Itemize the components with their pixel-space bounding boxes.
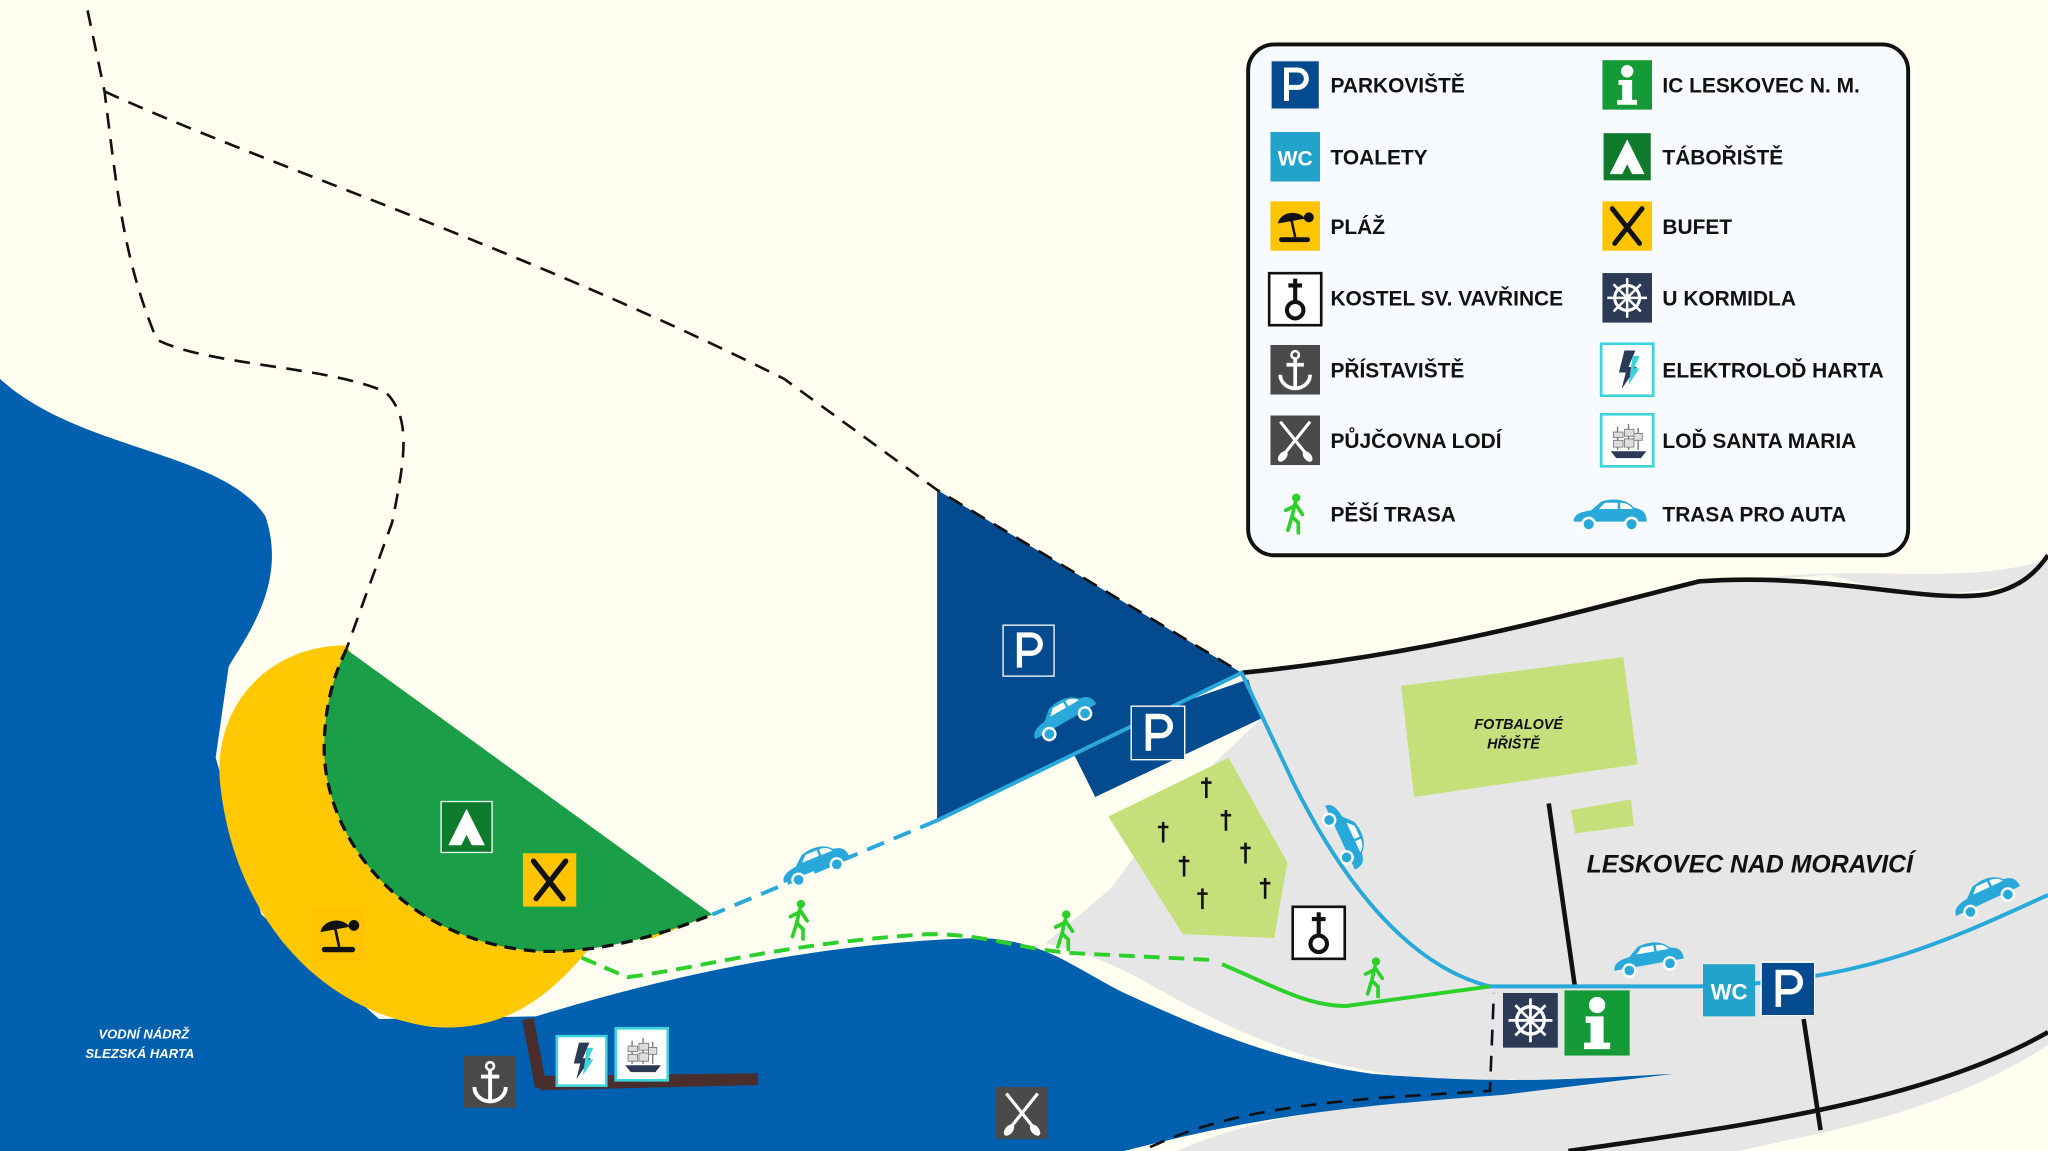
camp-area [324, 649, 713, 952]
town-area-top [1738, 559, 2048, 594]
info-icon [1602, 60, 1652, 110]
sailing-ship-icon[interactable] [614, 1026, 670, 1082]
paddles-icon[interactable] [995, 1086, 1049, 1140]
legend-label: LOĎ SANTA MARIA [1662, 429, 1856, 453]
legend-label: U KORMIDLA [1662, 288, 1795, 311]
wc-icon[interactable] [1702, 964, 1756, 1017]
church-icon[interactable] [1293, 907, 1345, 959]
paddles-icon [1270, 415, 1321, 466]
legend-label: PLÁŽ [1330, 215, 1385, 239]
anchor-icon[interactable] [463, 1055, 517, 1108]
info-icon[interactable] [1564, 990, 1630, 1056]
parking-icon[interactable] [1760, 962, 1815, 1017]
pedestrian-route-dashed [580, 932, 1219, 980]
lake-label: SLEZSKÁ HARTA [85, 1046, 194, 1061]
lightning-icon [1599, 342, 1655, 398]
town-label: LESKOVEC NAD MORAVICÍ [1587, 851, 1917, 879]
cutlery-icon [1602, 201, 1652, 251]
football-label: FOTBALOVÉ [1474, 716, 1563, 733]
pedestrian-route [1221, 962, 1491, 1008]
car-route [936, 670, 2048, 989]
cutlery-icon[interactable] [523, 853, 577, 907]
cemetery [1108, 757, 1288, 939]
lightning-icon[interactable] [555, 1034, 608, 1087]
church-icon [1269, 273, 1321, 325]
ship-wheel-icon[interactable] [1502, 992, 1558, 1048]
wc-icon [1270, 131, 1321, 182]
beach-icon [1270, 201, 1321, 251]
legend-label: PARKOVIŠTĚ [1330, 74, 1464, 98]
small-field [1570, 799, 1634, 834]
sailing-ship-icon [1599, 412, 1655, 468]
football-label: HŘIŠTĚ [1487, 735, 1540, 753]
car-route-dashed [711, 818, 938, 917]
legend-label: PŘÍSTAVIŠTĚ [1330, 359, 1464, 383]
ship-wheel-icon [1602, 273, 1652, 323]
anchor-icon [1270, 344, 1321, 395]
parking-icon[interactable] [1002, 624, 1054, 676]
tent-icon[interactable] [440, 800, 493, 854]
legend-label: PŮJČOVNA LODÍ [1330, 427, 1502, 453]
road [1241, 553, 2048, 1151]
football-field [1401, 657, 1638, 797]
legend-label: IC LESKOVEC N. M. [1662, 75, 1859, 98]
legend-label: BUFET [1662, 216, 1732, 239]
legend-label: PĚŠÍ TRASA [1330, 502, 1455, 526]
camp-border-trail [322, 648, 713, 954]
lake-label: VODNÍ NÁDRŽ [98, 1027, 190, 1042]
beach-icon[interactable] [312, 907, 366, 962]
tent-icon [1602, 131, 1652, 182]
walking-trail-south [1149, 992, 1496, 1149]
parking-icon[interactable] [1131, 705, 1186, 760]
legend-label: KOSTEL SV. VAVŘINCE [1330, 287, 1563, 311]
parking-area [937, 489, 1242, 821]
legend-label: TOALETY [1330, 147, 1427, 170]
parking-icon [1270, 60, 1320, 110]
walking-trail-north [86, 10, 1243, 674]
legend-box [1246, 42, 1911, 558]
lake-water [0, 378, 1673, 1151]
legend: PARKOVIŠTĚ IC LESKOVEC N. M. TOALETY TÁB… [1246, 42, 1911, 558]
legend-label: ELEKTROLOĎ HARTA [1662, 359, 1883, 383]
legend-label: TÁBOŘIŠTĚ [1662, 146, 1783, 170]
legend-label: TRASA PRO AUTA [1662, 503, 1846, 526]
